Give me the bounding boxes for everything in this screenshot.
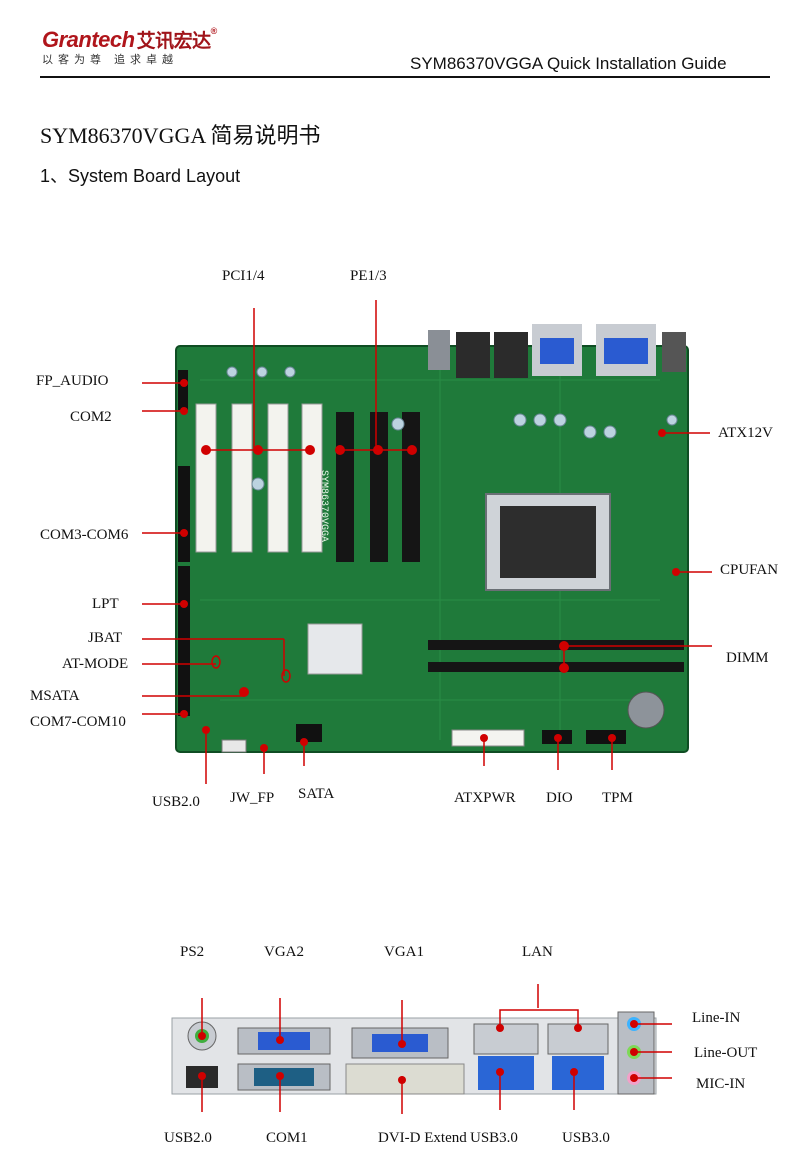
guide-title: SYM86370VGGA Quick Installation Guide — [410, 54, 727, 73]
board-leader-lines — [142, 300, 712, 784]
label-dimm: DIMM — [726, 650, 769, 666]
label-line-in: Line-IN — [692, 1010, 741, 1026]
pci-slots — [195, 403, 323, 553]
board-silkscreen: SYM86370VGGA — [318, 470, 329, 542]
label-mic-in: MIC-IN — [696, 1076, 746, 1092]
label-ps2: PS2 — [180, 944, 205, 960]
label-usb20-header: USB2.0 — [152, 794, 200, 810]
logo-brand-text: Grantech — [42, 27, 135, 52]
board-marker-dots — [180, 379, 680, 752]
label-jbat: JBAT — [88, 630, 123, 646]
label-vga1: VGA1 — [384, 944, 424, 960]
label-usb20-rear: USB2.0 — [164, 1130, 212, 1146]
label-vga2: VGA2 — [264, 944, 304, 960]
label-msata: MSATA — [30, 688, 80, 704]
label-cpufan: CPUFAN — [720, 562, 779, 578]
label-usb30-a: USB3.0 — [470, 1130, 518, 1146]
io-panel-diagram — [171, 1011, 657, 1095]
dimm-slot-2 — [428, 662, 684, 672]
header-divider — [40, 76, 770, 78]
label-fp-audio: FP_AUDIO — [36, 373, 109, 389]
cmos-battery — [627, 691, 665, 729]
logo-cn-text: 艾讯宏达 — [136, 31, 212, 52]
dimm-slot-1 — [428, 640, 684, 650]
label-at-mode: AT-MODE — [62, 656, 129, 672]
label-com3-com6: COM3-COM6 — [40, 527, 129, 543]
label-dvi-d-extend: DVI-D Extend — [378, 1130, 467, 1146]
label-com2: COM2 — [70, 409, 112, 425]
chipset-heatsink — [307, 623, 363, 675]
label-usb30-b: USB3.0 — [562, 1130, 610, 1146]
document-title: SYM86370VGGA 简易说明书 — [40, 123, 321, 148]
pcie-slots — [336, 412, 420, 562]
label-sata: SATA — [298, 786, 335, 802]
label-dio: DIO — [546, 790, 573, 806]
label-com7-com10: COM7-COM10 — [30, 714, 126, 730]
io-marker-dots — [198, 1020, 638, 1084]
section-title: 1、System Board Layout — [40, 166, 241, 186]
label-atxpwr: ATXPWR — [454, 790, 516, 806]
label-line-out: Line-OUT — [694, 1045, 758, 1061]
label-lan: LAN — [522, 944, 553, 960]
label-atx12v: ATX12V — [718, 425, 773, 441]
label-pe: PE1/3 — [350, 268, 387, 284]
label-jw-fp: JW_FP — [230, 790, 275, 806]
label-pci: PCI1/4 — [222, 268, 265, 284]
label-lpt: LPT — [92, 596, 119, 612]
rear-io-top — [428, 324, 686, 378]
label-com1: COM1 — [266, 1130, 308, 1146]
label-tpm: TPM — [602, 790, 633, 806]
motherboard-pcb — [176, 346, 688, 752]
logo-tagline: 以客为尊 追求卓越 — [42, 54, 179, 66]
io-leader-lines — [201, 984, 672, 1114]
